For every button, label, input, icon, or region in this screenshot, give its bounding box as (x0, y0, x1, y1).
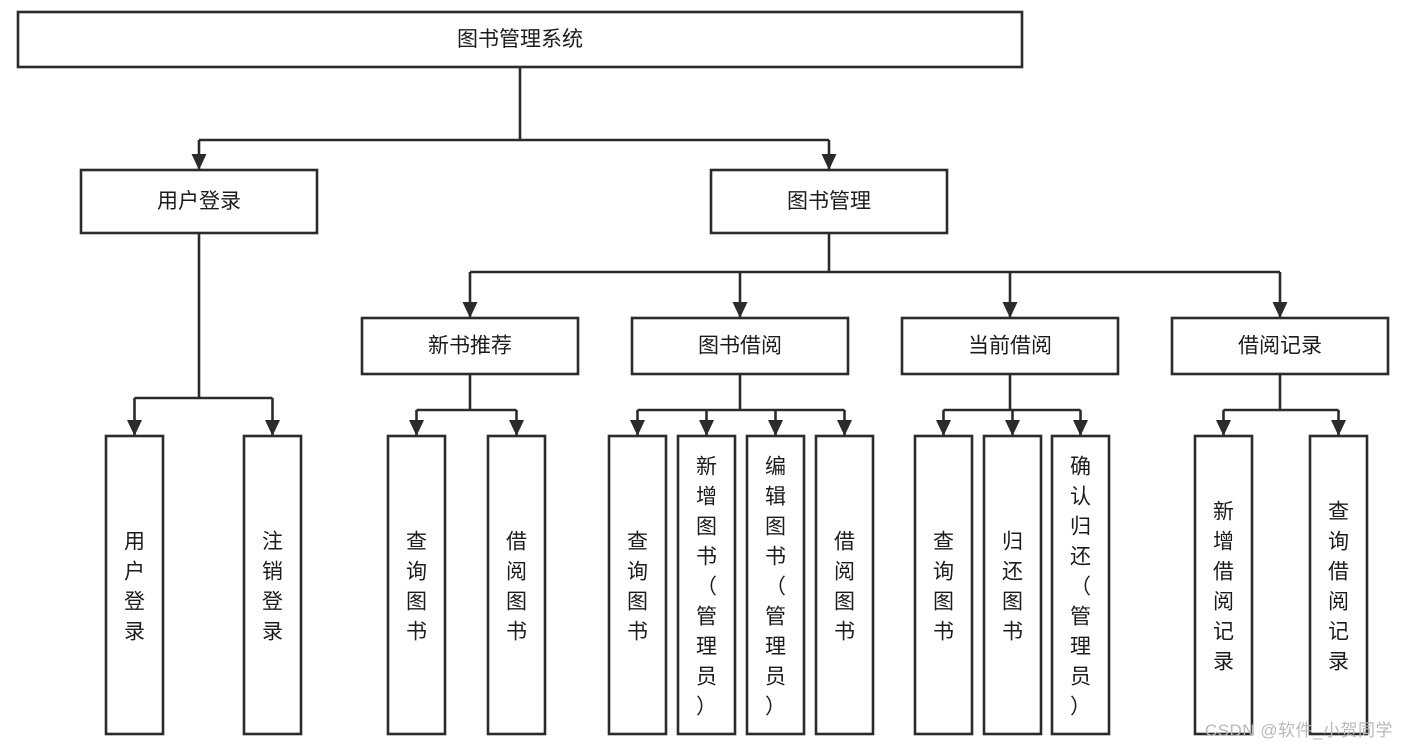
arrow-head-icon (1002, 302, 1018, 318)
node-label: 图书管理系统 (457, 28, 583, 51)
node-label: 借阅图书 (506, 530, 527, 643)
node-label: 新书推荐 (428, 335, 512, 358)
node-leaf-return-book[interactable]: 归还图书 (982, 434, 1043, 736)
node-box (814, 434, 875, 736)
node-leaf-query-book-borrow[interactable]: 查询图书 (607, 434, 668, 736)
node-leaf-user-login[interactable]: 用户登录 (104, 434, 165, 736)
node-box (745, 434, 806, 736)
arrow-head-icon (1005, 420, 1020, 436)
arrow-head-icon (768, 420, 783, 436)
node-label: 图书管理 (787, 190, 871, 213)
arrow-head-icon (191, 154, 207, 170)
arrow-head-icon (509, 420, 524, 436)
node-label: 查询图书 (406, 530, 427, 643)
arrow-head-icon (837, 420, 852, 436)
nodes-layer: 图书管理系统用户登录图书管理新书推荐图书借阅当前借阅借阅记录用户登录注销登录查询… (16, 10, 1390, 736)
node-leaf-edit-book[interactable]: 编辑图书（管理员） (745, 434, 806, 736)
arrow-head-icon (936, 420, 951, 436)
node-box (16, 10, 1024, 69)
arrow-head-icon (1272, 302, 1288, 318)
arrow-head-icon (699, 420, 714, 436)
arrow-head-icon (732, 302, 748, 318)
node-leaf-confirm-return[interactable]: 确认归还（管理员） (1050, 434, 1111, 736)
node-box (607, 434, 668, 736)
arrow-head-icon (265, 420, 280, 436)
node-new-book-rec[interactable]: 新书推荐 (360, 316, 580, 376)
node-box (79, 168, 319, 235)
node-box (1050, 434, 1111, 736)
node-box (1193, 434, 1254, 736)
node-label: 归还图书 (1002, 530, 1023, 643)
node-leaf-borrow-book-rec[interactable]: 借阅图书 (486, 434, 547, 736)
arrow-head-icon (127, 420, 142, 436)
arrow-head-icon (821, 154, 837, 170)
node-box (676, 434, 737, 736)
node-box (900, 316, 1120, 376)
node-leaf-borrow-book[interactable]: 借阅图书 (814, 434, 875, 736)
node-leaf-add-record[interactable]: 新增借阅记录 (1193, 434, 1254, 736)
node-box (630, 316, 850, 376)
arrow-head-icon (1216, 420, 1231, 436)
node-label: 用户登录 (157, 190, 241, 213)
node-leaf-query-record[interactable]: 查询借阅记录 (1308, 434, 1369, 736)
node-borrow-record[interactable]: 借阅记录 (1170, 316, 1390, 376)
node-label: 用户登录 (124, 530, 145, 643)
node-user-login[interactable]: 用户登录 (79, 168, 319, 235)
node-label: 当前借阅 (968, 335, 1052, 358)
connectors-layer (127, 67, 1346, 436)
node-current-borrow[interactable]: 当前借阅 (900, 316, 1120, 376)
node-leaf-query-book-cur[interactable]: 查询图书 (913, 434, 974, 736)
arrow-head-icon (462, 302, 478, 318)
node-box (104, 434, 165, 736)
node-box (982, 434, 1043, 736)
node-box (709, 168, 949, 235)
node-box (242, 434, 303, 736)
arrow-head-icon (630, 420, 645, 436)
node-label: 确认归还（管理员） (1070, 455, 1091, 718)
node-label: 查询借阅记录 (1328, 500, 1349, 673)
node-label: 借阅图书 (834, 530, 855, 643)
arrow-head-icon (409, 420, 424, 436)
node-label: 注销登录 (262, 530, 283, 643)
watermark-label: CSDN @软件_小贺同学 (1204, 721, 1393, 740)
arrow-head-icon (1073, 420, 1088, 436)
node-label: 查询图书 (933, 530, 954, 643)
node-label: 借阅记录 (1238, 335, 1322, 358)
node-leaf-query-book-rec[interactable]: 查询图书 (386, 434, 447, 736)
node-label: 新增图书（管理员） (696, 455, 717, 718)
node-box (360, 316, 580, 376)
node-box (486, 434, 547, 736)
node-box (1308, 434, 1369, 736)
node-book-borrow[interactable]: 图书借阅 (630, 316, 850, 376)
node-book-manage[interactable]: 图书管理 (709, 168, 949, 235)
node-label: 图书借阅 (698, 335, 782, 358)
node-label: 新增借阅记录 (1213, 500, 1234, 673)
node-box (386, 434, 447, 736)
node-leaf-add-book[interactable]: 新增图书（管理员） (676, 434, 737, 736)
arrow-head-icon (1331, 420, 1346, 436)
node-root-system[interactable]: 图书管理系统 (16, 10, 1024, 69)
node-label: 查询图书 (627, 530, 648, 643)
node-label: 编辑图书（管理员） (765, 455, 786, 718)
node-box (913, 434, 974, 736)
node-leaf-logout[interactable]: 注销登录 (242, 434, 303, 736)
node-box (1170, 316, 1390, 376)
